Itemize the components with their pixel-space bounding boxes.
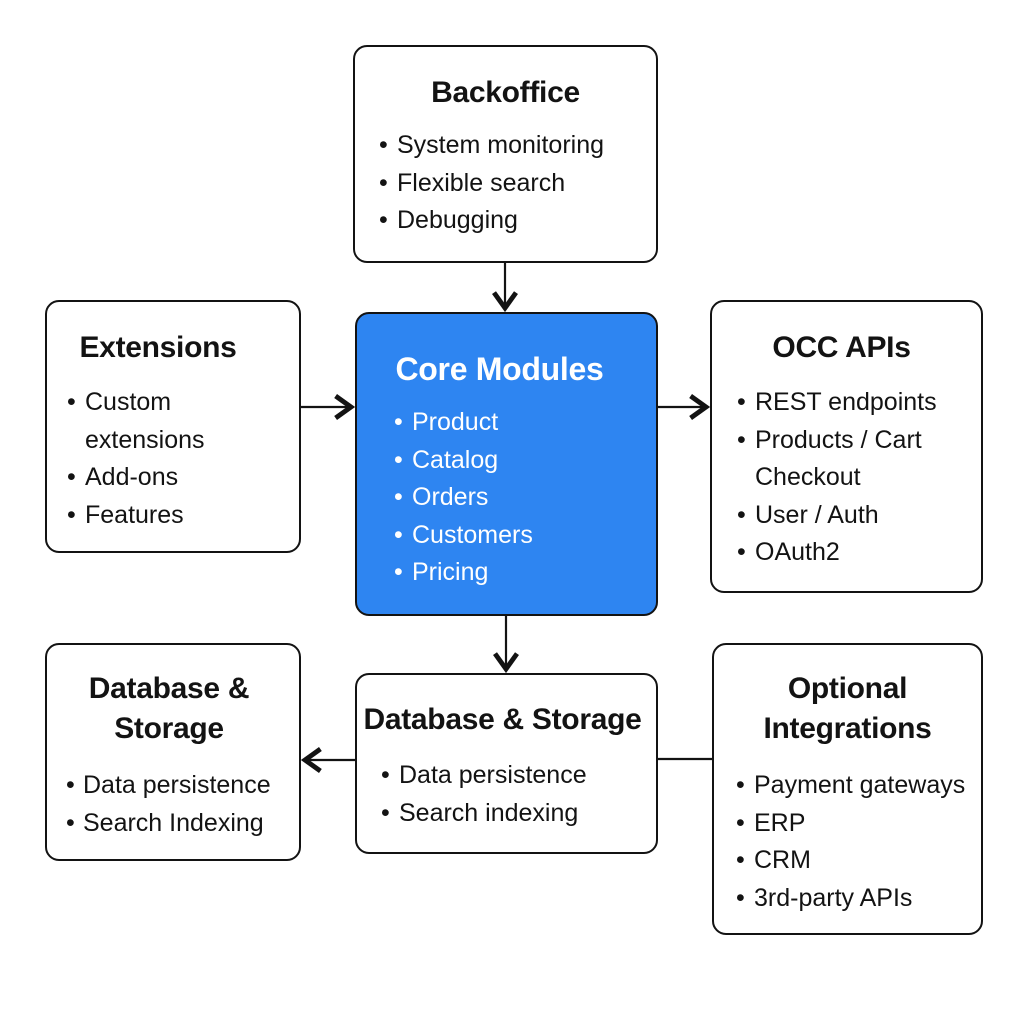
list-item: Features — [47, 497, 269, 535]
list-item: ERP — [714, 805, 981, 843]
occ-apis-list: REST endpoints Products / Cart Checkout … — [712, 384, 971, 572]
box-extensions: Extensions Custom extensions Add-ons Fea… — [45, 300, 301, 553]
box-occ-apis: OCC APIs REST endpoints Products / Cart … — [710, 300, 983, 593]
list-item: Add-ons — [47, 459, 269, 497]
backoffice-list: System monitoring Flexible search Debugg… — [371, 127, 640, 240]
list-item: Catalog — [357, 442, 642, 480]
list-item: CRM — [714, 842, 981, 880]
database-storage-center-title: Database & Storage — [363, 703, 642, 736]
list-item: User / Auth — [712, 497, 971, 535]
box-backoffice: Backoffice System monitoring Flexible se… — [353, 45, 658, 263]
list-item: Flexible search — [371, 165, 640, 203]
core-modules-list: Product Catalog Orders Customers Pricing — [357, 404, 642, 592]
list-item: System monitoring — [371, 127, 640, 165]
optional-integrations-list: Payment gateways ERP CRM 3rd-party APIs — [714, 767, 981, 917]
list-item: Search Indexing — [47, 805, 291, 843]
database-storage-center-list: Data persistence Search indexing — [357, 757, 648, 832]
extensions-title: Extensions — [79, 331, 237, 364]
box-core-modules: Core Modules Product Catalog Orders Cust… — [355, 312, 658, 616]
database-storage-left-title: Database & Storage — [88, 672, 250, 745]
box-optional-integrations: Optional Integrations Payment gateways E… — [712, 643, 983, 935]
core-modules-title: Core Modules — [395, 351, 604, 387]
list-item: Data persistence — [357, 757, 648, 795]
box-database-storage-center: Database & Storage Data persistence Sear… — [355, 673, 658, 854]
list-item: 3rd-party APIs — [714, 880, 981, 918]
list-item: Products / Cart Checkout — [712, 422, 971, 497]
backoffice-title: Backoffice — [431, 76, 580, 109]
list-item: Customers — [357, 517, 642, 555]
list-item: Pricing — [357, 554, 642, 592]
database-storage-left-list: Data persistence Search Indexing — [47, 767, 291, 842]
list-item: REST endpoints — [712, 384, 971, 422]
list-item: Search indexing — [357, 795, 648, 833]
list-item: Custom extensions — [47, 384, 269, 459]
list-item: Debugging — [371, 202, 640, 240]
list-item: Data persistence — [47, 767, 291, 805]
list-item: Payment gateways — [714, 767, 981, 805]
occ-apis-title: OCC APIs — [772, 331, 911, 364]
extensions-list: Custom extensions Add-ons Features — [47, 384, 269, 534]
list-item: OAuth2 — [712, 534, 971, 572]
box-database-storage-left: Database & Storage Data persistence Sear… — [45, 643, 301, 861]
list-item: Product — [357, 404, 642, 442]
list-item: Orders — [357, 479, 642, 517]
optional-integrations-title: Optional Integrations — [763, 672, 932, 745]
